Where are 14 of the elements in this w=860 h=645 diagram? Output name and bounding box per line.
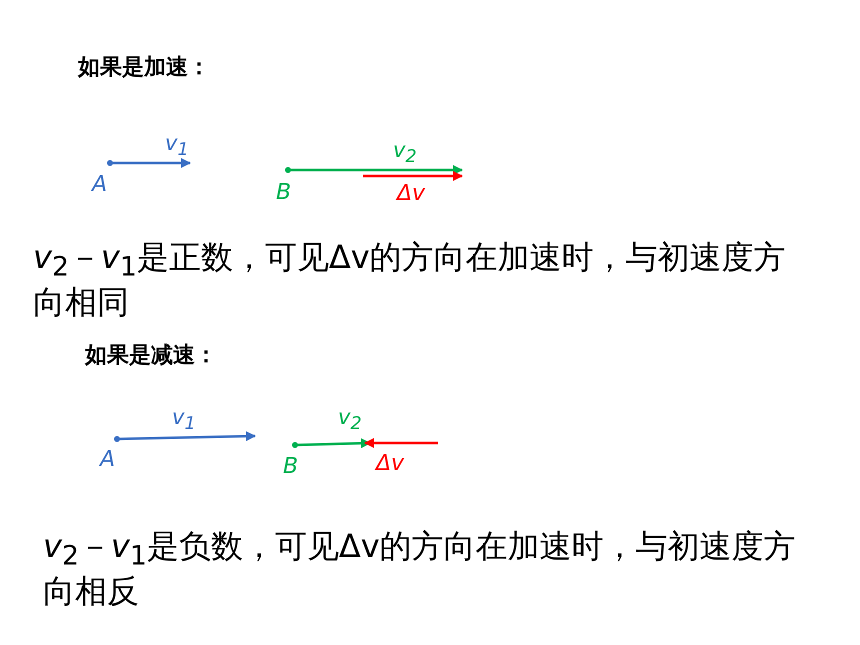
vector-label: Δv: [376, 451, 404, 478]
vector-label: v$_{1}$: [172, 405, 196, 436]
vector-label: v$_{2}$: [393, 138, 417, 168]
explanation-text: v$_{2}$－v$_{1}$是负数，可见Δv的方向在加速时，与初速度方向相反: [43, 527, 797, 611]
point-label: B: [276, 180, 292, 206]
point-label: B: [283, 454, 298, 480]
vector-label: v$_{2}$: [338, 405, 362, 436]
heading-text: 如果是减速：: [85, 343, 217, 370]
vector-label: v$_{1}$: [165, 131, 189, 162]
point-label: A: [92, 172, 108, 198]
point-label: A: [100, 447, 116, 474]
vector-label: Δv: [397, 181, 426, 208]
heading-text: 如果是加速：: [78, 55, 210, 82]
explanation-text: v$_{2}$－v$_{1}$是正数，可见Δv的方向在加速时，与初速度方向相同: [33, 238, 787, 322]
